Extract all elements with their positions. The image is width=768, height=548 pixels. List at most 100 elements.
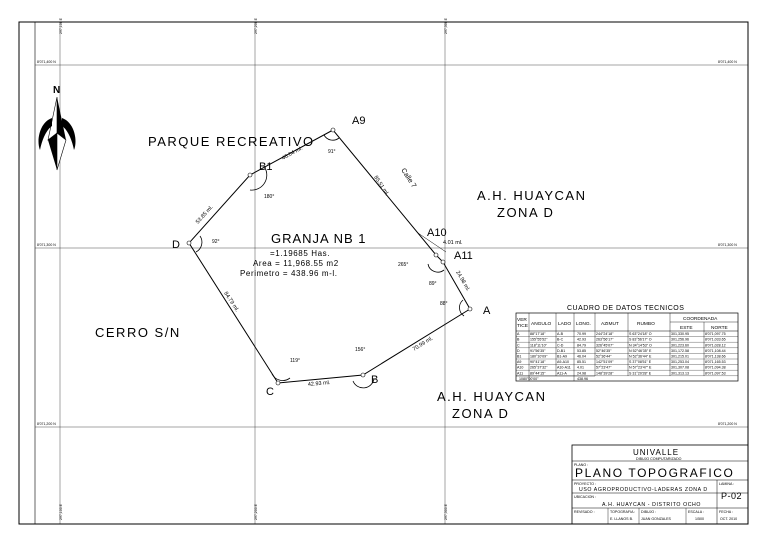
vertex-label-d: D (172, 239, 180, 251)
table-cell: 8'071,094.38 (705, 366, 726, 370)
table-cell: S 31°20'28" E (629, 371, 652, 375)
table-cell: A9 (517, 360, 521, 364)
th-norte: NORTE (711, 325, 728, 331)
university-name: UNIVALLE (633, 448, 679, 457)
grid-label-n-top-right: 8'071,400 N (718, 60, 737, 64)
parcel-name: GRANJA NB 1 (271, 231, 367, 246)
table-cell: 180°10'09" (530, 355, 548, 359)
table-cell: N 52°36'44" E (629, 355, 652, 359)
table-cell: 263°56'17" (596, 338, 614, 342)
topografia-label: TOPOGRAFIA : (610, 510, 635, 514)
grid-label-n-top: 8'071,400 N (37, 60, 56, 64)
label-cerro: CERRO S/N (95, 325, 181, 340)
ubicacion-label: UBICACION : (574, 495, 596, 499)
table-cell: 8'071,108.44 (705, 349, 726, 353)
table-cell: 90°41'18" (530, 360, 546, 364)
table-cell: N 34°14'53" O (629, 343, 652, 347)
table-cell: S 83°56'17" O (629, 338, 652, 342)
table-cell: S 63°24'18" O (629, 332, 652, 336)
parcel-area-m2: Area = 11,968.55 m2 (253, 259, 339, 268)
label-huaycan-top-1: A.H. HUAYCAN (477, 188, 587, 203)
distance-b1-d: 53.85 ml. (195, 204, 215, 225)
angle-arcs (195, 134, 465, 389)
grid-label-e3-bottom: 297,300 E (444, 503, 448, 520)
table-cell: 8'071,033.65 (705, 338, 726, 342)
dibujo-value: JUAN GONZALES (641, 517, 672, 521)
vertex-label-a: A (483, 305, 491, 317)
th-coordenada: COORDENADA (683, 316, 718, 322)
escala-label: ESCALA : (688, 510, 704, 514)
grid-label-n-mid-right: 8'071,300 N (718, 243, 737, 247)
table-cell: B1 (517, 355, 521, 359)
grid-label-n-bot-right: 8'071,200 N (718, 422, 737, 426)
vertex-label-a11: A11 (454, 250, 473, 262)
table-cell: 89°44'15" (530, 371, 546, 375)
vertex-markers (186, 127, 473, 386)
proyecto-label: PROYECTO : (574, 482, 596, 486)
table-cell: 8'071,097.75 (705, 332, 726, 336)
table-cell: B (517, 338, 520, 342)
table-cell: 301,253.04 (671, 360, 689, 364)
table-cell: A10 (517, 366, 523, 370)
table-cell: A-B (557, 332, 564, 336)
grid-label-e1-bottom: 297,100 E (59, 503, 63, 520)
vertex-label-c: C (266, 386, 274, 398)
table-cell: 301,256.96 (671, 338, 689, 342)
table-cell: N 52°46'35" E (629, 349, 652, 353)
lamina-value: P-02 (721, 491, 742, 501)
a10-leader (417, 232, 447, 253)
table-cell: 8'071,028.12 (705, 343, 726, 347)
table-cell: 53.85 (577, 349, 586, 353)
table-cell: 85.51 (577, 360, 586, 364)
vertex-label-b1: B1 (259, 161, 272, 173)
table-cell: 148°39'28" (596, 371, 614, 375)
escala-value: 1/500 (695, 517, 704, 521)
angle-a: 88° (440, 301, 448, 307)
table-cell: C-D (557, 343, 564, 347)
fecha-value: OCT. 2010 (720, 517, 737, 521)
table-cell: N 57°23'47" E (629, 366, 652, 370)
th-vertice-2: TICE (517, 323, 528, 329)
proyecto-name: USO AGROPRODUCTIVO-LADERAS ZONA D (579, 487, 708, 493)
vertex-labels: A9 B1 D C B A A10 A11 (172, 115, 491, 398)
angle-b: 156° (355, 347, 365, 353)
angle-d: 92° (212, 239, 220, 245)
title-block: UNIVALLE DIBUJO COMPUTARIZADO PLANO : PL… (571, 444, 749, 525)
table-cell: 301,223.60 (671, 343, 689, 347)
table-cell: 301,215.01 (671, 355, 689, 359)
fecha-label: FECHA : (719, 510, 733, 514)
north-arrow-icon: N (38, 85, 76, 171)
table-cell: 301,330.95 (671, 332, 689, 336)
table-cell: B1-A9 (557, 355, 567, 359)
label-parque: PARQUE RECREATIVO (148, 134, 315, 149)
table-cell: 70.99 (577, 332, 586, 336)
revisado-label: REVISADO : (574, 510, 595, 514)
table-cell: 142°51'09" (596, 360, 614, 364)
angle-a9: 91° (328, 149, 336, 155)
table-cell: 265°37'32" (530, 366, 548, 370)
table-cell: 8'071,165.53 (705, 360, 726, 364)
north-label: N (53, 85, 60, 96)
table-cell: 52°46'35" (596, 349, 612, 353)
table-cell: 84.79 (577, 343, 586, 347)
lamina-label: LAMINA : (719, 482, 734, 486)
label-huaycan-bot-2: ZONA D (452, 406, 509, 421)
parcel-info: GRANJA NB 1 =1.19685 Has. Area = 11,968.… (240, 231, 367, 278)
dibujo-label: DIBUJO : (641, 510, 656, 514)
th-lado: LADO (558, 321, 571, 327)
vertex-label-b: B (371, 374, 378, 386)
grid-label-e1: 297,100 E (59, 17, 63, 34)
table-cell: 88°17'18" (530, 332, 546, 336)
distance-c-b: 42.93 ml. (308, 380, 332, 388)
grid-label-e3: 297,300 E (444, 17, 448, 34)
angle-b1: 180° (264, 194, 274, 200)
table-cell: 301,313.13 (671, 371, 689, 375)
table-cell: 42.93 (577, 338, 586, 342)
table-cell: C (517, 343, 520, 347)
table-cell: D-B1 (557, 349, 565, 353)
table-cell: A10-A11 (557, 366, 571, 370)
table-total-angle: 1080°00'00" (519, 377, 539, 381)
table-cell: 8'071,138.66 (705, 355, 726, 359)
table-cell: 24.98 (577, 371, 586, 375)
